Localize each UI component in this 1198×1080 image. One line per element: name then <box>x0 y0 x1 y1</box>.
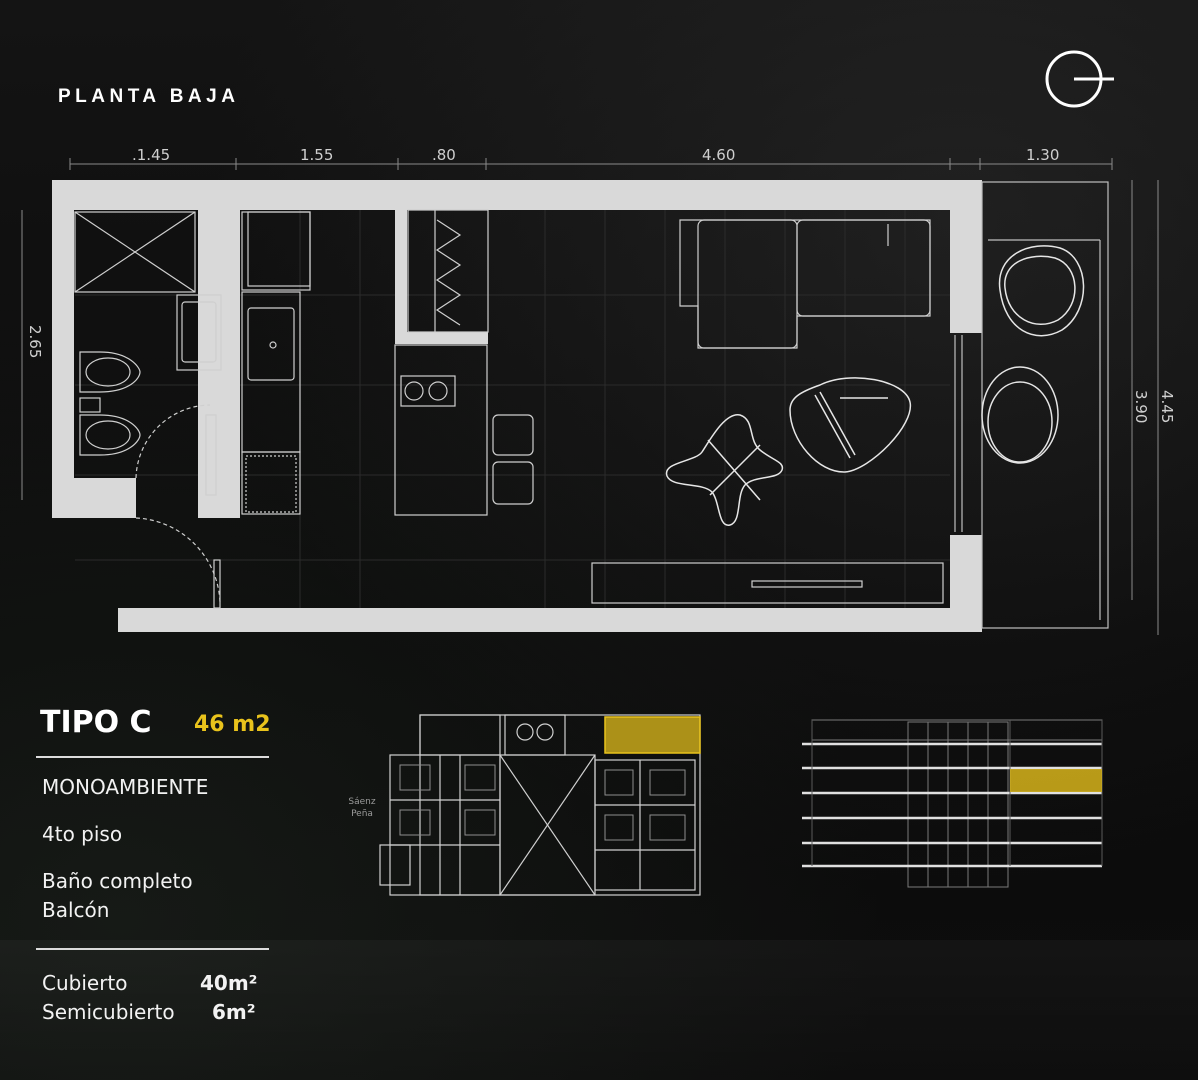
covered-label: Cubierto <box>42 971 128 995</box>
lounge-chair <box>666 414 784 526</box>
sofa <box>679 219 931 349</box>
kitchen-counter <box>241 211 311 515</box>
unit-floor: 4to piso <box>42 822 123 846</box>
compass-north-icon <box>1045 50 1114 108</box>
dim-label-left: 2.65 <box>26 325 44 358</box>
key-plan-highlight <box>604 716 701 754</box>
tv-unit <box>591 562 944 604</box>
unit-category: MONOAMBIENTE <box>42 775 209 799</box>
semicovered-value: 6m² <box>212 1000 256 1024</box>
section-highlight-floor <box>1010 769 1102 792</box>
bathroom-fixtures <box>74 211 222 496</box>
walls <box>52 180 982 632</box>
unit-feature-balcony: Balcón <box>42 898 110 922</box>
balcony <box>954 181 1109 629</box>
semicovered-label: Semicubierto <box>42 1000 175 1024</box>
building-section <box>802 719 1103 888</box>
page-title: PLANTA BAJA <box>58 86 240 107</box>
unit-area: 46 m2 <box>194 712 271 737</box>
floor-plan: .1.45 1.55 .80 4.60 1.30 2.65 3.90 4.45 <box>21 146 1176 635</box>
dim-label-4: 4.60 <box>702 146 735 164</box>
coffee-table <box>789 377 911 473</box>
balcony-chairs <box>981 245 1085 464</box>
background-band <box>0 940 1198 1080</box>
kitchen-island <box>394 344 534 516</box>
dim-label-right-b: 3.90 <box>1132 390 1150 423</box>
dim-label-2: 1.55 <box>300 146 333 164</box>
entry-door <box>135 517 221 609</box>
dim-label-1: .1.45 <box>132 146 170 164</box>
covered-value: 40m² <box>200 971 258 995</box>
unit-feature-bathroom: Baño completo <box>42 869 193 893</box>
unit-type: TIPO C <box>40 705 152 740</box>
divider <box>36 756 269 758</box>
dim-label-5: 1.30 <box>1026 146 1059 164</box>
divider <box>36 948 269 950</box>
wardrobe <box>407 209 489 333</box>
dimension-line-right <box>1131 180 1159 635</box>
dim-label-3: .80 <box>432 146 456 164</box>
building-key-plan <box>379 714 701 896</box>
dimension-line-top <box>69 158 1113 170</box>
dim-label-right-a: 4.45 <box>1158 390 1176 423</box>
street-label: Sáenz Peña <box>348 797 376 819</box>
